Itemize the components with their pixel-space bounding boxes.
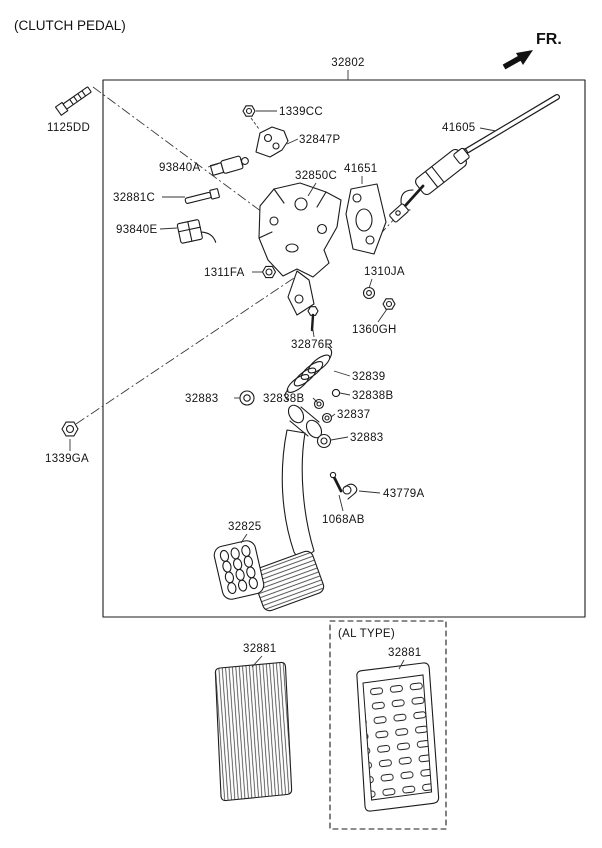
part-drawing-1339CC-nut: [242, 105, 260, 130]
part-label-93840A: 93840A: [159, 162, 200, 174]
part-label-32847P: 32847P: [299, 134, 340, 146]
part-drawing-32881-rubber-pad: [214, 661, 293, 802]
main-diagram-box: [102, 79, 586, 618]
part-drawing-43779A-snap-pin: [342, 483, 358, 500]
part-label-32883-1: 32883: [185, 393, 218, 405]
part-label-1311FA: 1311FA: [204, 267, 245, 279]
part-drawing-1125DD-bolt: [54, 86, 92, 116]
part-drawing-1339GA-nut: [61, 421, 79, 437]
centerlines: [75, 86, 399, 425]
part-label-32825: 32825: [228, 521, 261, 533]
part-label-41605: 41605: [442, 122, 475, 134]
page-title: (CLUTCH PEDAL): [14, 18, 126, 33]
part-drawing-32825-stopper-pad: [213, 540, 265, 600]
part-label-1339CC: 1339CC: [279, 106, 323, 118]
part-label-32850C: 32850C: [295, 170, 337, 182]
part-label-93840E: 93840E: [116, 224, 157, 236]
part-label-1310JA: 1310JA: [364, 266, 405, 278]
part-label-32838B-2: 32838B: [352, 390, 393, 402]
part-drawing-32850C-pedal-bracket: [258, 182, 342, 316]
part-drawing-93840E-connector: [176, 219, 217, 244]
part-drawing-41651-gasket: [345, 183, 387, 255]
part-label-32839: 32839: [352, 371, 385, 383]
part-drawing-1360GH-nut: [382, 298, 396, 310]
part-label-1360GH: 1360GH: [352, 324, 397, 336]
part-label-32876R: 32876R: [291, 339, 333, 351]
part-label-43779A: 43779A: [383, 488, 424, 500]
part-label-32881C: 32881C: [113, 192, 155, 204]
leader-lines: [69, 70, 497, 670]
part-drawing-41605-master-cylinder: [389, 94, 560, 223]
al-type-dashed-box: [329, 620, 447, 830]
part-drawing-1310JA-washer: [362, 286, 376, 300]
part-label-1068AB: 1068AB: [322, 514, 365, 526]
part-label-32838B-1: 32838B: [263, 393, 304, 405]
part-label-41651: 41651: [344, 163, 377, 175]
part-drawing-32839-spring: [284, 346, 333, 401]
part-label-32883-2: 32883: [350, 432, 383, 444]
part-label-32837: 32837: [337, 409, 370, 421]
al-type-label: (AL TYPE): [338, 628, 395, 640]
part-drawing-pedal-arm: [251, 429, 325, 612]
part-label-1125DD: 1125DD: [47, 122, 90, 134]
part-drawing-93840A-switch: [209, 155, 249, 176]
part-drawing-32847P-bracket: [255, 126, 289, 158]
part-drawing-1311FA-nut: [261, 265, 277, 279]
fr-label: FR.: [536, 31, 562, 48]
part-label-32802: 32802: [331, 57, 364, 69]
part-drawing-pivot-bushings: [239, 388, 341, 449]
part-label-32881-rubber: 32881: [243, 643, 276, 655]
part-label-1339GA: 1339GA: [45, 453, 89, 465]
fr-direction-arrow-icon: [502, 50, 533, 70]
part-drawing-32881C-pin: [184, 188, 220, 204]
part-drawing-1068AB-pin: [329, 471, 343, 493]
part-drawing-32876R-bolt: [307, 306, 319, 332]
part-label-32881-al: 32881: [388, 647, 421, 659]
al-type-section: [329, 620, 447, 830]
